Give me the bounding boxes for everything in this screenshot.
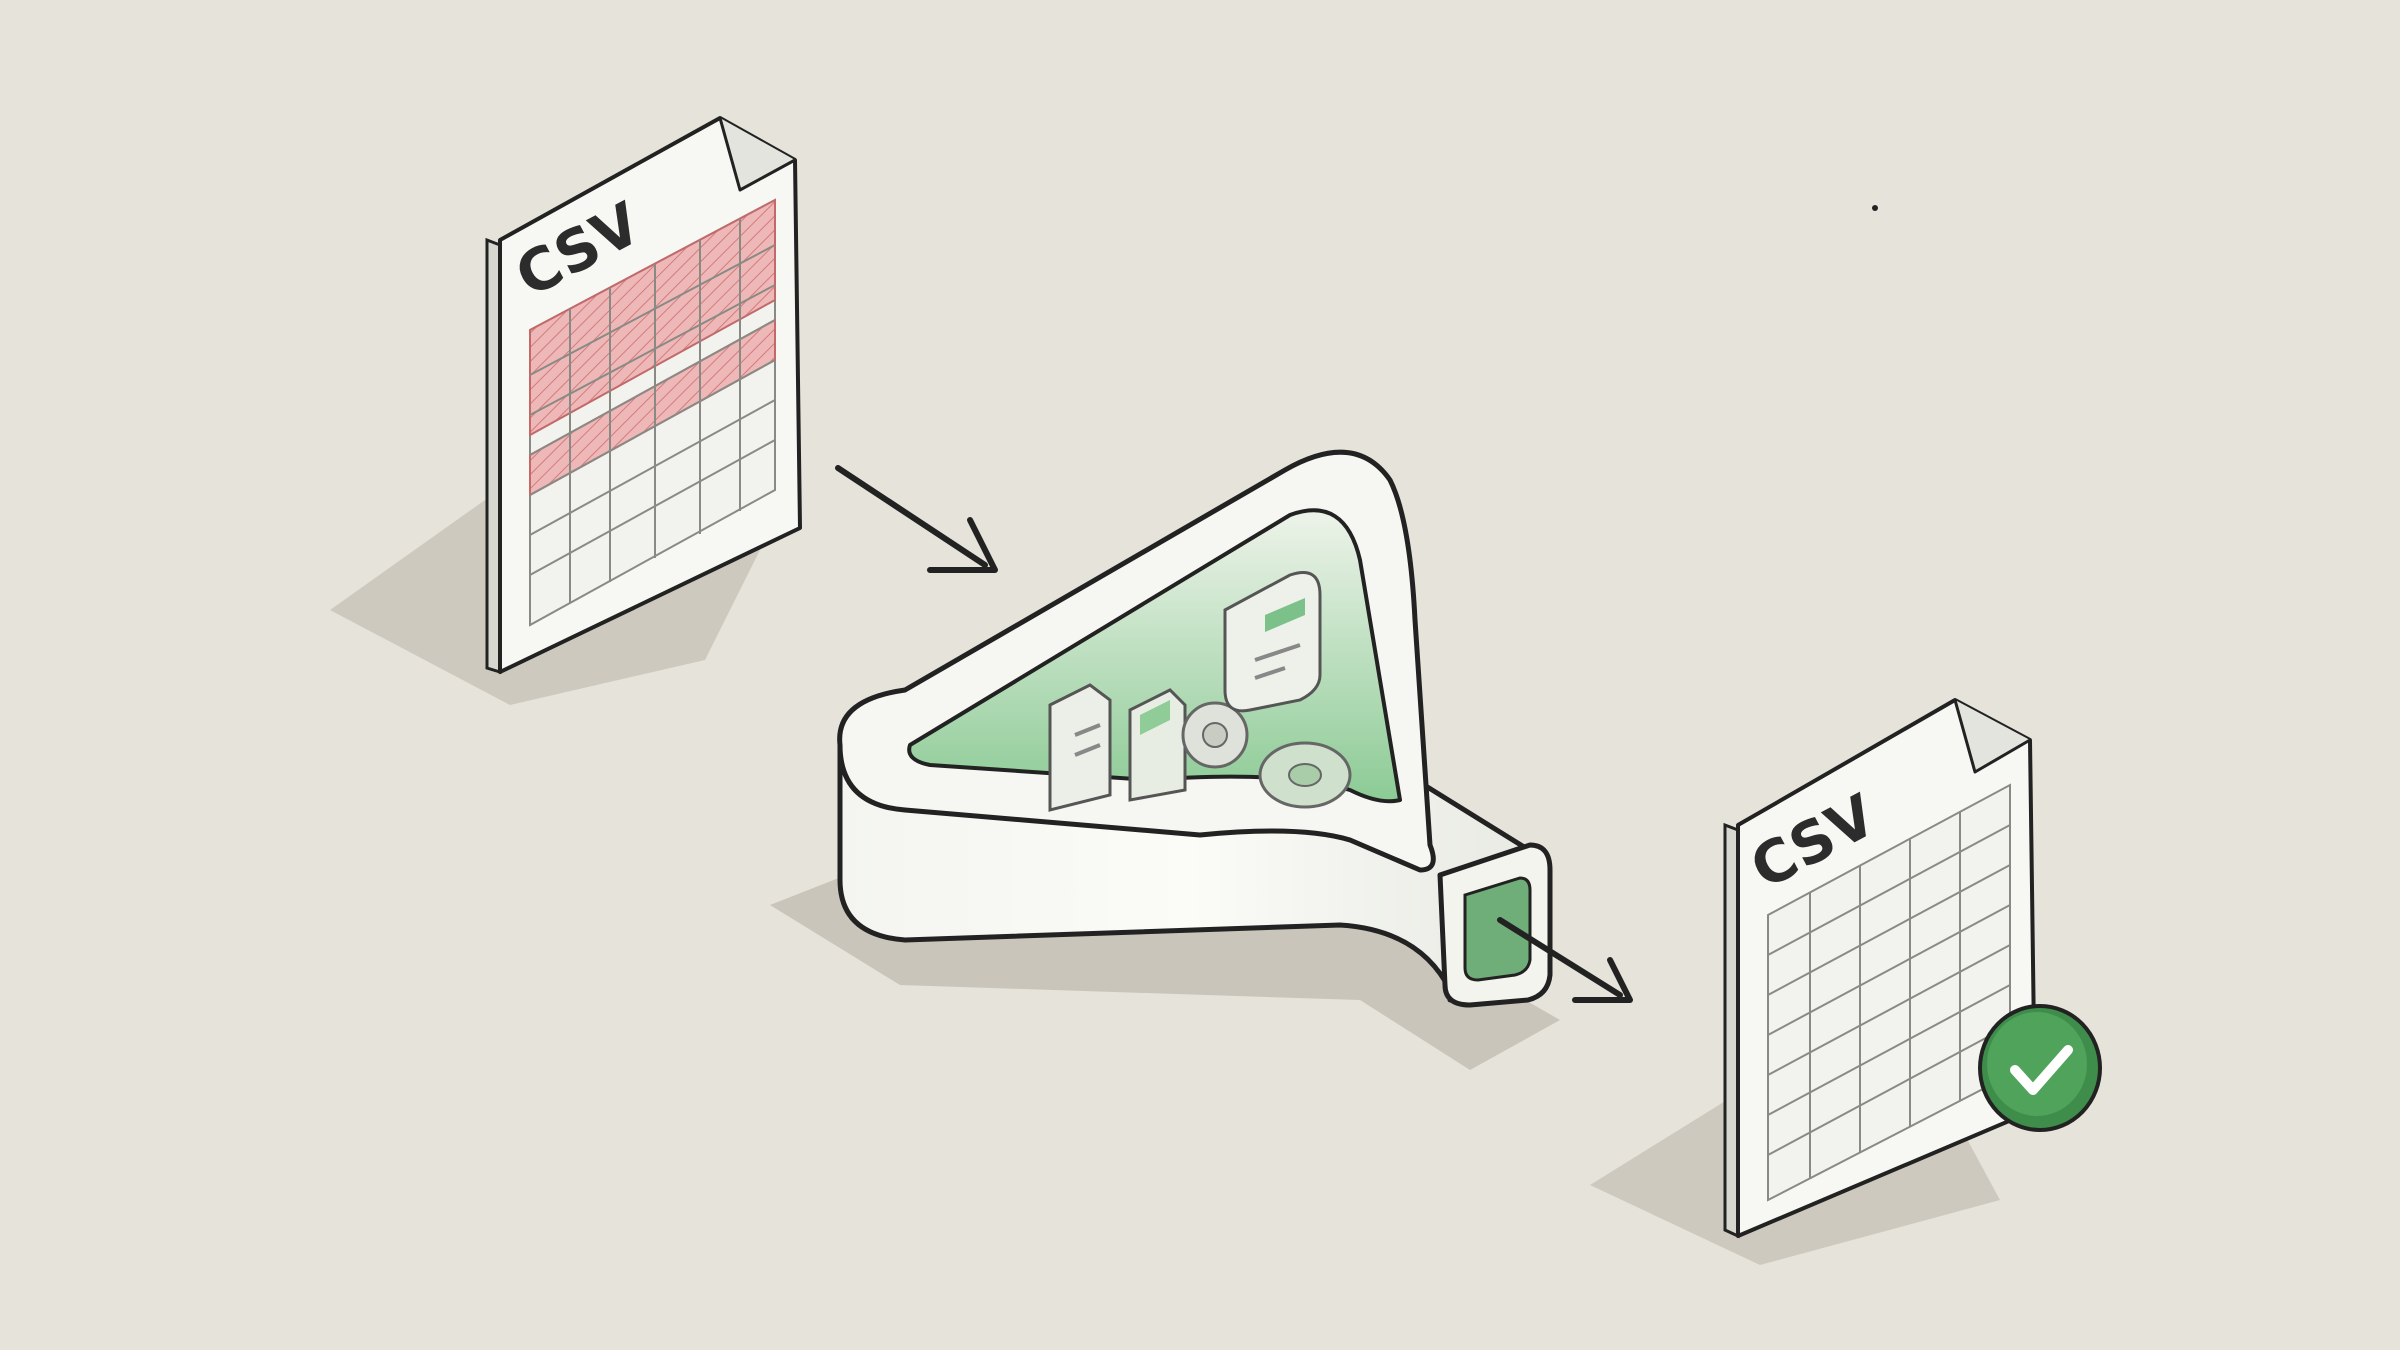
source-invalid-rows [529, 198, 776, 437]
output-file-fold [1953, 699, 2031, 774]
gear-icon [1181, 701, 1249, 769]
filter-spout-opening [1463, 876, 1532, 982]
gear-icon [1258, 741, 1352, 809]
source-grid-lines [529, 219, 776, 603]
arrow-right-down-icon [1497, 917, 1633, 1003]
form-card-icon [1223, 571, 1322, 713]
spreadsheet-icon [1128, 688, 1187, 802]
source-csv-file: CSV [330, 116, 802, 705]
speck [1872, 205, 1878, 211]
output-csv-file: CSV [1590, 698, 2102, 1265]
document-icon [1048, 683, 1112, 812]
data-filter-funnel [770, 449, 1560, 1070]
output-grid-lines [1767, 812, 2011, 1178]
arrow-right-down-icon [835, 465, 998, 573]
source-file-fold [718, 117, 796, 192]
checkmark-icon [1978, 1004, 2102, 1132]
